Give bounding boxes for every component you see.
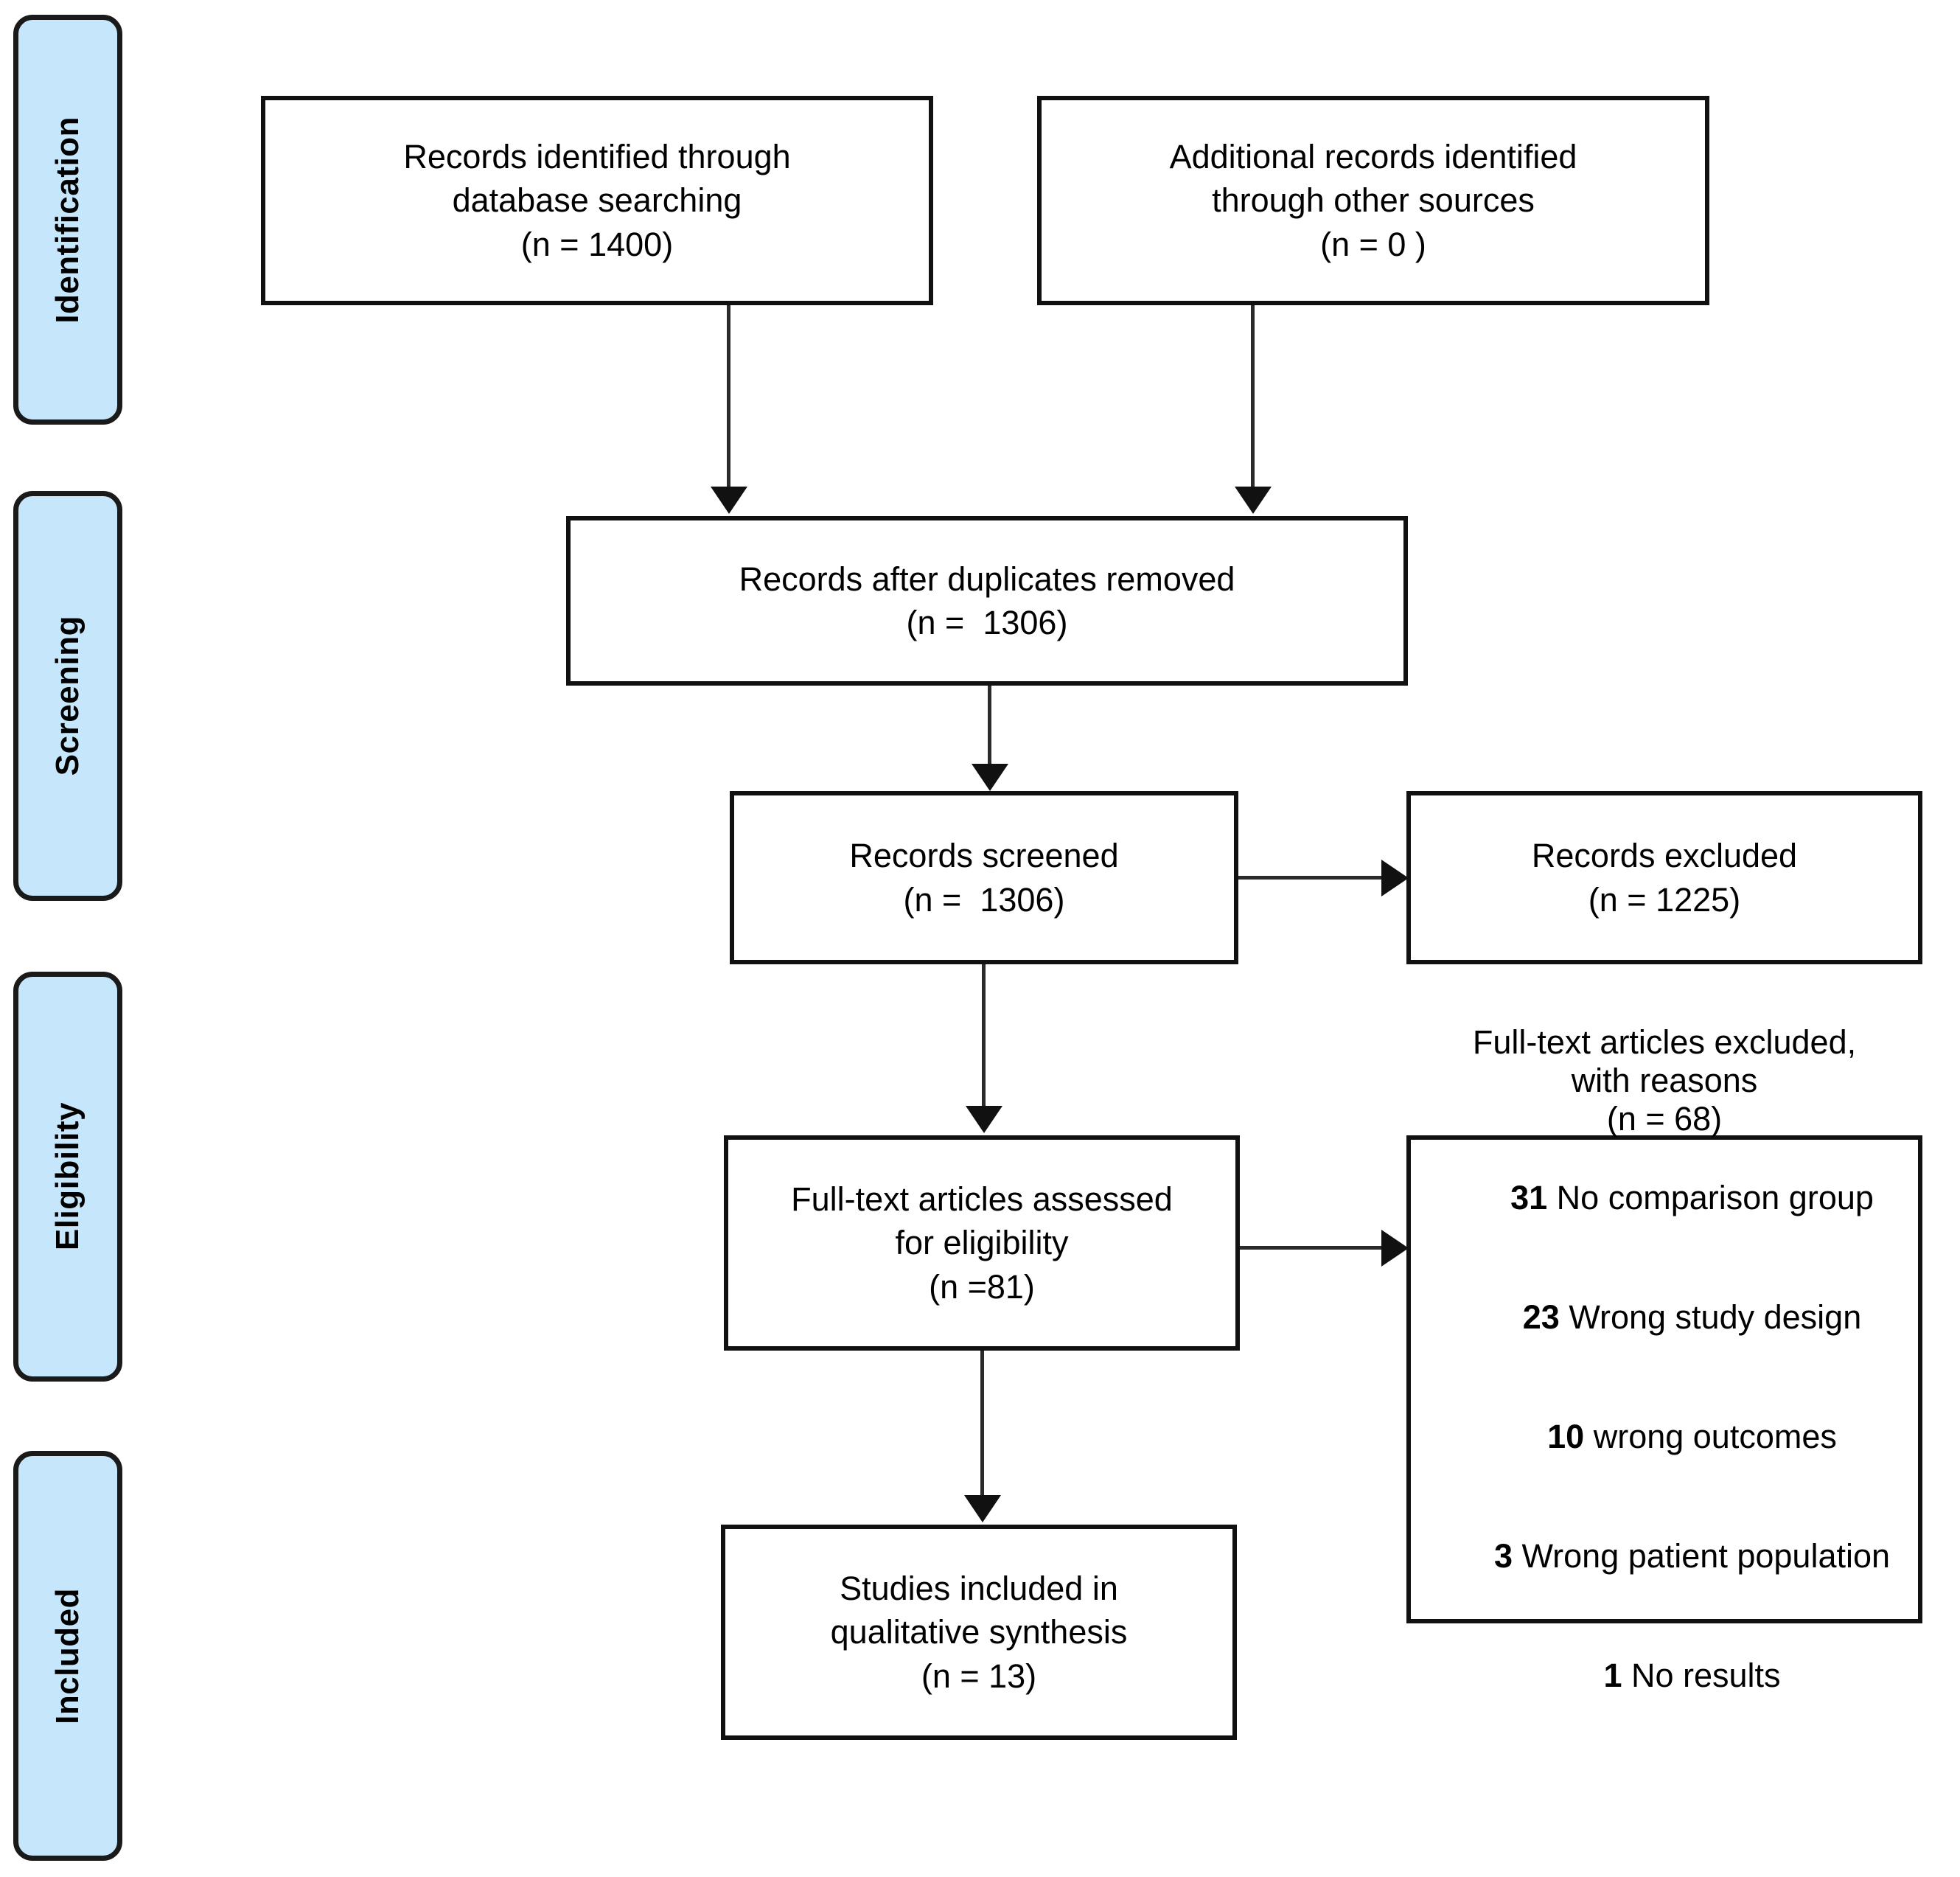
arrowhead-fulltext-to-included: [964, 1495, 1001, 1522]
stage-label-included: Included: [49, 1587, 86, 1724]
connector-fulltext-to-included: [980, 1351, 984, 1498]
box-fulltext-articles-assessed: Full-text articles assessed for eligibil…: [724, 1135, 1240, 1351]
stage-label-identification: Identification: [49, 116, 86, 324]
box-line-2: database searching: [452, 181, 742, 220]
connector-database-to-duplicates: [727, 305, 730, 490]
arrowhead-other-to-duplicates: [1235, 487, 1272, 514]
box-line-3: (n =81): [929, 1267, 1035, 1306]
arrowhead-screened-to-fulltext: [966, 1106, 1002, 1133]
box-records-screened: Records screened (n = 1306): [730, 791, 1238, 964]
box-fulltext-articles-excluded-with-reasons: Full-text articles excluded, with reason…: [1406, 1023, 1922, 1694]
box-line-1: Records screened: [849, 837, 1119, 875]
connector-fulltext-to-excluded: [1240, 1246, 1386, 1250]
box-line-2: qualitative synthesis: [830, 1613, 1128, 1651]
box-line-2: through other sources: [1212, 181, 1535, 220]
exclusion-reason-text: No results: [1622, 1657, 1781, 1695]
stage-label-screening: Screening: [49, 616, 86, 776]
box-line-1: Records after duplicates removed: [739, 560, 1235, 598]
exclusion-reason-text: No comparison group: [1547, 1179, 1874, 1217]
arrowhead-database-to-duplicates: [711, 487, 747, 514]
exclusion-reason-count: 1: [1603, 1657, 1622, 1695]
exclusion-reason-item: 31 No comparison group: [1455, 1138, 1874, 1258]
box-line-1: Studies included in: [840, 1569, 1118, 1607]
box-line-2: for eligibility: [895, 1224, 1069, 1262]
connector-screened-to-excluded: [1238, 876, 1386, 880]
box-line-3: (n = 68): [1606, 1100, 1723, 1138]
stage-label-eligibility: Eligibility: [49, 1102, 86, 1251]
stage-pill-eligibility: Eligibility: [13, 972, 122, 1382]
exclusion-reason-text: wrong outcomes: [1584, 1418, 1837, 1456]
box-line-2: (n = 1225): [1588, 880, 1741, 919]
exclusion-reason-count: 23: [1522, 1298, 1560, 1337]
box-line-2: (n = 1306): [903, 880, 1065, 919]
box-records-identified-database: Records identified through database sear…: [261, 96, 933, 305]
exclusion-reason-count: 10: [1547, 1418, 1585, 1456]
box-studies-included-qualitative-synthesis: Studies included in qualitative synthesi…: [721, 1525, 1237, 1740]
arrowhead-screened-to-excluded: [1381, 860, 1409, 896]
exclusion-reason-count: 3: [1493, 1537, 1513, 1575]
box-line-3: (n = 1400): [520, 225, 674, 263]
exclusion-reason-item: 1 No results: [1548, 1616, 1780, 1735]
arrowhead-fulltext-to-excluded: [1381, 1230, 1409, 1267]
box-line-1: Records identified through: [403, 137, 791, 175]
box-records-after-duplicates-removed: Records after duplicates removed (n = 13…: [566, 516, 1408, 686]
box-line-2: (n = 1306): [906, 604, 1068, 641]
box-line-1: Records excluded: [1531, 837, 1798, 875]
connector-duplicates-to-screened: [988, 686, 991, 767]
exclusion-reason-count: 31: [1510, 1179, 1548, 1217]
box-records-excluded: Records excluded (n = 1225): [1406, 791, 1922, 964]
exclusion-reason-item: 10 wrong outcomes: [1492, 1377, 1837, 1497]
box-additional-records-other-sources: Additional records identified through ot…: [1037, 96, 1709, 305]
connector-screened-to-fulltext: [982, 964, 986, 1108]
exclusion-reason-item: 3 Wrong patient population: [1439, 1497, 1890, 1616]
box-line-3: (n = 0 ): [1320, 225, 1426, 263]
box-line-1: Full-text articles excluded,: [1472, 1023, 1857, 1061]
connector-other-to-duplicates: [1251, 305, 1255, 490]
box-line-1: Full-text articles assessed: [791, 1180, 1173, 1218]
exclusion-reason-item: 23 Wrong study design: [1468, 1258, 1861, 1377]
box-line-2: with reasons: [1571, 1061, 1758, 1099]
exclusion-reason-text: Wrong study design: [1559, 1298, 1862, 1337]
arrowhead-duplicates-to-screened: [972, 764, 1008, 791]
stage-pill-screening: Screening: [13, 491, 122, 901]
box-line-1: Additional records identified: [1169, 137, 1577, 175]
stage-pill-identification: Identification: [13, 15, 122, 425]
box-line-3: (n = 13): [921, 1657, 1037, 1695]
exclusion-reason-text: Wrong patient population: [1513, 1537, 1891, 1575]
stage-pill-included: Included: [13, 1451, 122, 1861]
